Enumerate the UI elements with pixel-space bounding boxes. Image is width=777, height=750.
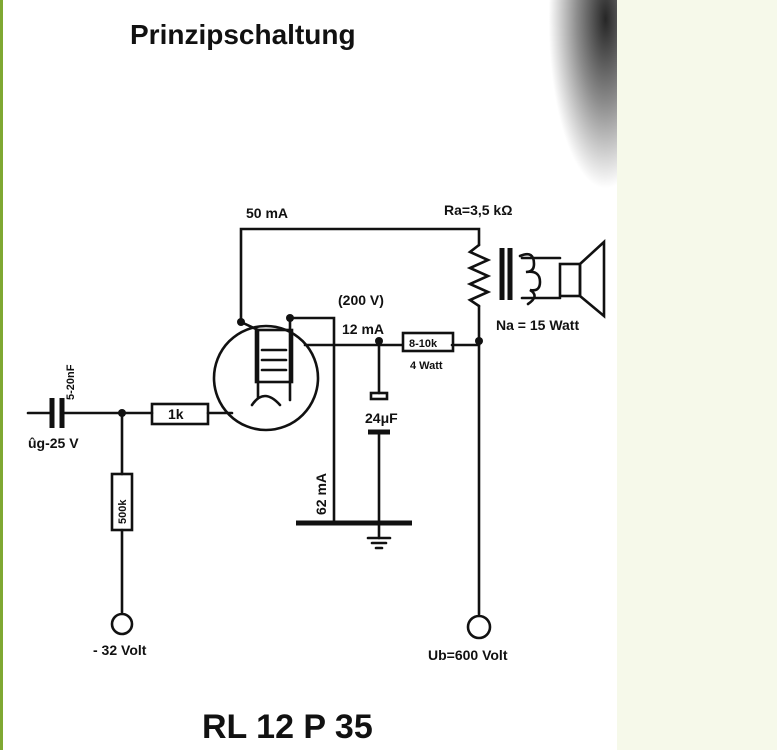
- screen-grid-wire: [288, 316, 483, 347]
- anode-current-label: 50 mA: [246, 205, 288, 221]
- loudspeaker-icon: [558, 239, 606, 319]
- cathode-wire: [296, 343, 412, 550]
- output-power-label: Na = 15 Watt: [496, 317, 579, 333]
- side-panel: [617, 0, 777, 750]
- cathode-current-label: 62 mA: [313, 473, 329, 515]
- vacuum-tube-icon: [212, 314, 320, 432]
- screen-current-label: 12 mA: [342, 321, 384, 337]
- bias-resistor: 500k: [110, 411, 134, 636]
- ra-label: Ra=3,5 kΩ: [444, 202, 512, 218]
- screen-voltage-label: (200 V): [338, 292, 384, 308]
- screen-capacitor: [368, 343, 390, 523]
- anode-wire: [239, 227, 481, 324]
- output-transformer: [466, 243, 562, 342]
- supply-wire: [466, 343, 492, 640]
- grid-resistor: 1k: [150, 402, 210, 426]
- diagram-title: Prinzipschaltung: [130, 19, 356, 50]
- svg-text:500k: 500k: [117, 499, 129, 524]
- grid-drive-label: ûg-25 V: [28, 435, 79, 451]
- tube-type-label: RL 12 P 35: [202, 708, 373, 746]
- svg-text:8-10k: 8-10k: [409, 338, 438, 350]
- svg-text:1k: 1k: [168, 406, 184, 422]
- bias-voltage-label: - 32 Volt: [93, 642, 147, 658]
- frame-accent-stripe: [0, 0, 3, 750]
- scan-shadow: [548, 0, 620, 190]
- screen-resistor: 8-10k: [401, 331, 455, 353]
- screen-resistor-power-label: 4 Watt: [410, 360, 443, 372]
- input-wire: [26, 398, 234, 428]
- screen-capacitor-label: 24μF: [365, 410, 398, 426]
- supply-voltage-label: Ub=600 Volt: [428, 647, 508, 663]
- scanned-page: [3, 0, 617, 750]
- input-capacitor-label: 5-20nF: [65, 364, 77, 400]
